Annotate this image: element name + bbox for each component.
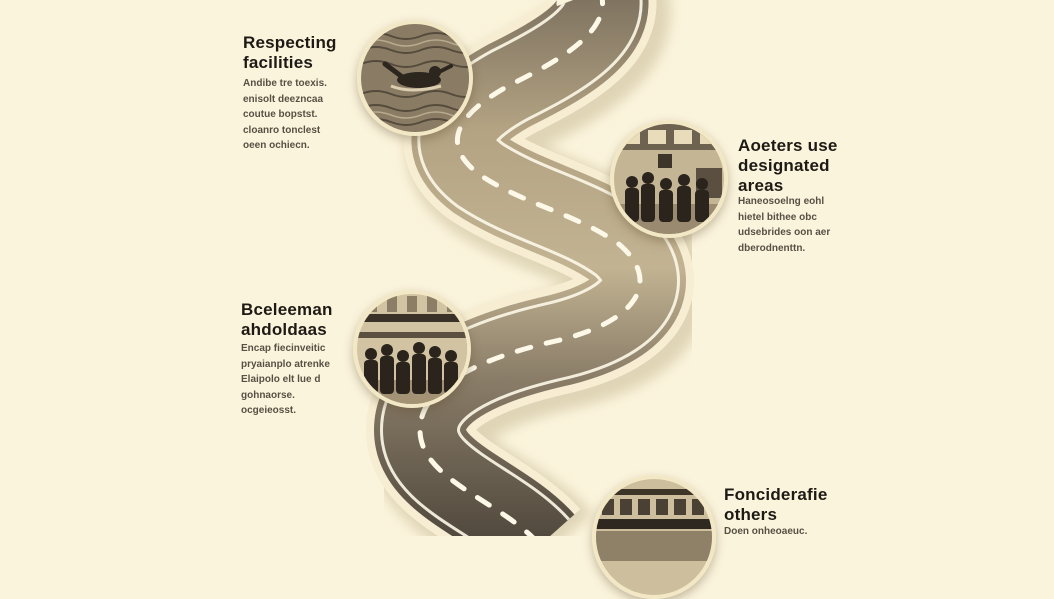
step-3-title: Bceleeman ahdoldaas — [241, 300, 333, 339]
crowd-indoor-photo — [610, 120, 728, 238]
winding-road-diagram — [365, 0, 708, 536]
step-2-title: Aoeters use designated areas — [738, 136, 838, 195]
crowd-hall-photo — [353, 290, 471, 408]
step-3-description: Encap fiecinveitic pryaianplo atrenke El… — [241, 343, 330, 416]
step-1-description: Andibe tre toexis. enisolt deezncaa cout… — [243, 78, 327, 151]
step-1-title: Respecting facilities — [243, 33, 337, 72]
lane-marking — [417, 0, 643, 536]
step-2-description: Haneosoelng eohl hietel bithee obc udseb… — [738, 196, 831, 254]
building-photo — [592, 475, 716, 599]
step-4-title: Fonciderafie others — [724, 485, 828, 524]
step-4-description: Doen onheoaeuc. — [724, 526, 808, 537]
swimmer-photo — [357, 20, 473, 136]
